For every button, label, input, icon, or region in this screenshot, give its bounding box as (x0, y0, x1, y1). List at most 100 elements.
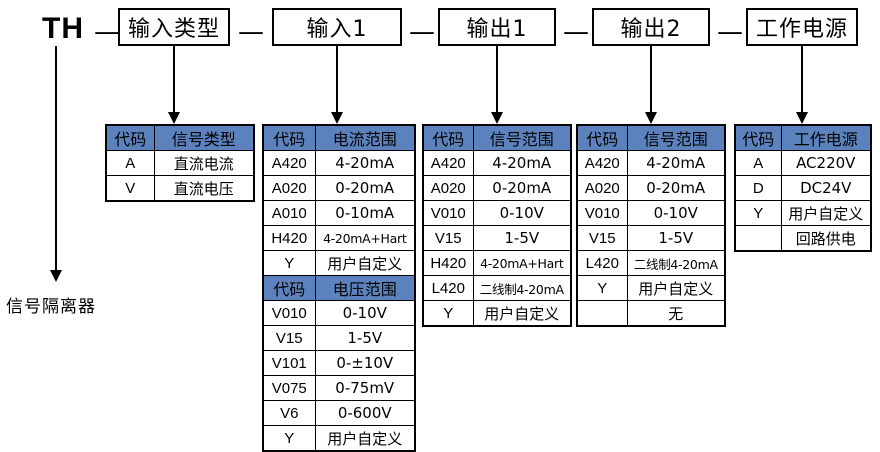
cell-code: H420 (262, 225, 316, 251)
connector-arrow-input-type (168, 112, 180, 124)
cell-code: V010 (262, 300, 316, 326)
cell-code: A020 (422, 175, 474, 201)
cell-code: V15 (262, 325, 316, 351)
table-row[interactable]: A020 0-20mA (576, 175, 726, 201)
table-header-row: 代码 信号类型 (105, 124, 255, 151)
table-row[interactable]: L420 二线制4-20mA (576, 250, 726, 276)
cell-code: A (734, 150, 782, 176)
header-cell-value: 信号范围 (472, 124, 572, 151)
cell-value: 用户自定义 (314, 425, 416, 452)
cell-code: V (105, 175, 155, 202)
cell-value: 直流电流 (153, 150, 255, 176)
cell-value: 1-5V (314, 325, 416, 351)
table-row[interactable]: V15 1-5V (262, 325, 416, 351)
table-row[interactable]: Y 用户自定义 (576, 275, 726, 301)
table-row[interactable]: V15 1-5V (576, 225, 726, 251)
connector-line-power-supply (801, 46, 803, 114)
connector-arrow-power-supply (796, 112, 808, 124)
table-row[interactable]: H420 4-20mA+Hart (262, 225, 416, 251)
cell-code: A (105, 150, 155, 176)
cell-code: A420 (576, 150, 628, 176)
table-row[interactable]: A420 4-20mA (262, 150, 416, 176)
table-header-row: 代码 信号范围 (422, 124, 572, 151)
cell-value: 4-20mA (626, 150, 726, 176)
table-row[interactable]: Y 用户自定义 (262, 250, 416, 276)
segment-box-output-2[interactable]: 输出2 (592, 8, 710, 46)
cell-code (576, 300, 628, 327)
cell-code: H420 (422, 250, 474, 276)
connector-arrow-output-2 (645, 112, 657, 124)
cell-value: 二线制4-20mA (626, 250, 726, 276)
cell-code: D (734, 175, 782, 201)
table-row[interactable]: 无 (576, 300, 726, 327)
header-cell-code: 代码 (734, 124, 782, 151)
connector-line-input-1 (336, 46, 338, 114)
model-code-diagram: TH — 输入类型 — 输入1 — 输出1 — 输出2 — 工作电源 信号隔离器 (6, 8, 872, 452)
cell-value: 0-10V (626, 200, 726, 226)
separator-dash-4: — (563, 17, 589, 47)
connector-arrow-output-1 (491, 112, 503, 124)
cell-code: V6 (262, 400, 316, 426)
segment-box-input-type[interactable]: 输入类型 (118, 8, 230, 46)
cell-code: V010 (422, 200, 474, 226)
table-row[interactable]: A 直流电流 (105, 150, 255, 176)
table-row[interactable]: V6 0-600V (262, 400, 416, 426)
table-row[interactable]: A020 0-20mA (262, 175, 416, 201)
table-row[interactable]: V101 0-±10V (262, 350, 416, 376)
table-row[interactable]: Y 用户自定义 (422, 300, 572, 327)
table-row[interactable]: Y 用户自定义 (734, 200, 872, 226)
cell-value: 用户自定义 (472, 300, 572, 327)
table-row[interactable]: H420 4-20mA+Hart (422, 250, 572, 276)
table-input-1: 代码 电流范围 A420 4-20mA A020 0-20mA A010 0-1… (262, 124, 416, 452)
cell-value: 0-20mA (626, 175, 726, 201)
segment-box-input-1[interactable]: 输入1 (272, 8, 402, 46)
table-header-row: 代码 信号范围 (576, 124, 726, 151)
table-row[interactable]: V 直流电压 (105, 175, 255, 202)
header-cell-value: 信号范围 (626, 124, 726, 151)
cell-value: 用户自定义 (626, 275, 726, 301)
table-row[interactable]: V010 0-10V (576, 200, 726, 226)
table-row[interactable]: V010 0-10V (262, 300, 416, 326)
table-row[interactable]: V010 0-10V (422, 200, 572, 226)
cell-code: V101 (262, 350, 316, 376)
table-row[interactable]: V15 1-5V (422, 225, 572, 251)
segment-label-output-2: 输出2 (620, 17, 682, 42)
cell-code: V010 (576, 200, 628, 226)
separator-dash-5: — (717, 17, 743, 47)
cell-value: 0-75mV (314, 375, 416, 401)
cell-value: 0-10V (472, 200, 572, 226)
header-cell-code: 代码 (262, 124, 316, 151)
cell-code: A010 (262, 200, 316, 226)
table-row[interactable]: A010 0-10mA (262, 200, 416, 226)
cell-code: L420 (576, 250, 628, 276)
cell-code: V075 (262, 375, 316, 401)
segment-label-input-1: 输入1 (306, 17, 368, 42)
table-row[interactable]: D DC24V (734, 175, 872, 201)
cell-code (734, 225, 782, 252)
table-row[interactable]: A AC220V (734, 150, 872, 176)
connector-arrow-input-1 (331, 112, 343, 124)
cell-code: A020 (576, 175, 628, 201)
header-cell-value: 电压范围 (314, 275, 416, 301)
table-subheader-row: 代码 电压范围 (262, 275, 416, 301)
segment-label-input-type: 输入类型 (127, 17, 220, 42)
table-row[interactable]: Y 用户自定义 (262, 425, 416, 452)
cell-value: 直流电压 (153, 175, 255, 202)
table-row[interactable]: A420 4-20mA (422, 150, 572, 176)
cell-value: 1-5V (472, 225, 572, 251)
segment-label-power-supply: 工作电源 (755, 17, 848, 42)
segment-box-output-1[interactable]: 输出1 (438, 8, 556, 46)
header-cell-code: 代码 (105, 124, 155, 151)
table-row[interactable]: A420 4-20mA (576, 150, 726, 176)
table-row[interactable]: 回路供电 (734, 225, 872, 252)
cell-value: DC24V (780, 175, 872, 201)
cell-value: 4-20mA (314, 150, 416, 176)
cell-value: AC220V (780, 150, 872, 176)
segment-box-power-supply[interactable]: 工作电源 (746, 8, 858, 46)
table-row[interactable]: V075 0-75mV (262, 375, 416, 401)
cell-code: A420 (262, 150, 316, 176)
table-row[interactable]: L420 二线制4-20mA (422, 275, 572, 301)
table-row[interactable]: A020 0-20mA (422, 175, 572, 201)
table-output-1: 代码 信号范围 A420 4-20mA A020 0-20mA V010 0-1… (422, 124, 572, 327)
header-cell-code: 代码 (576, 124, 628, 151)
